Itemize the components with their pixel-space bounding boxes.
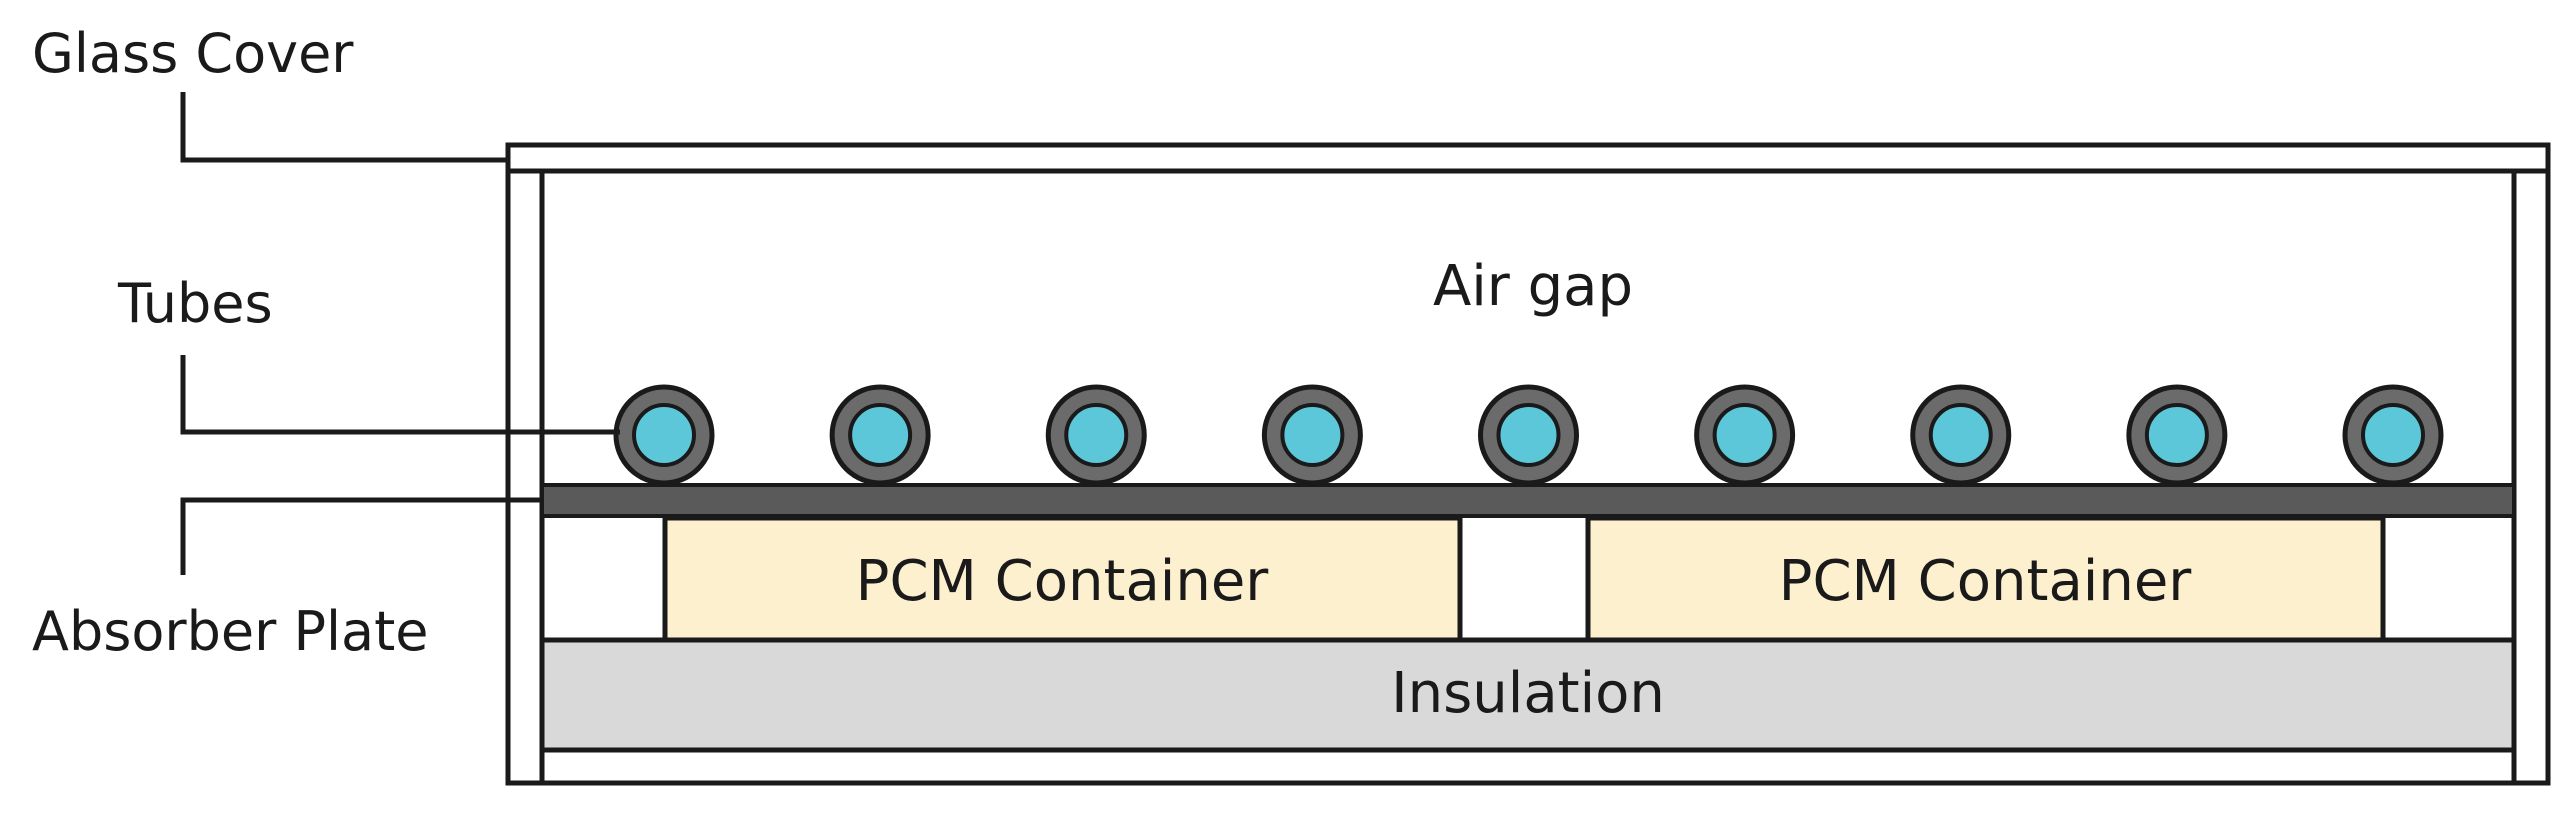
tube-fluid [1496, 403, 1561, 467]
insulation [539, 637, 2517, 753]
glass-cover-leader-line [180, 92, 508, 163]
absorber-plate-leader-line [180, 497, 542, 575]
tube [613, 384, 715, 486]
insulation-label: Insulation [1391, 661, 1665, 726]
pcm-container-right [1585, 515, 2386, 643]
tubes-label: Tubes [117, 272, 273, 335]
pcm-container-left-label: PCM Container [856, 549, 1270, 614]
casing-left-wall [505, 168, 545, 786]
tube [1045, 384, 1147, 486]
tubes-group [613, 384, 2444, 486]
tube [1261, 384, 1363, 486]
tube [2126, 384, 2228, 486]
tube-fluid [2144, 403, 2209, 467]
tube [1694, 384, 1796, 486]
absorber-plate [540, 483, 2516, 518]
absorber-plate-label: Absorber Plate [32, 600, 429, 663]
tube-fluid [2361, 403, 2425, 467]
tube-fluid [1928, 403, 1993, 467]
tube [2342, 384, 2444, 486]
tubes-leader-line [180, 355, 620, 435]
tube [1478, 384, 1579, 486]
casing-bottom-strip [539, 747, 2517, 786]
tube [1910, 384, 2012, 486]
tube-fluid [1064, 403, 1129, 467]
glass-cover [505, 142, 2551, 174]
casing-right-wall [2511, 168, 2551, 786]
tube-fluid [1712, 403, 1777, 467]
air-gap-label: Air gap [1433, 254, 1633, 319]
tube [829, 384, 931, 486]
tube-fluid [632, 403, 696, 467]
glass-cover-label: Glass Cover [32, 22, 354, 85]
tube-fluid [848, 403, 913, 467]
pcm-container-right-label: PCM Container [1779, 549, 2193, 614]
tube-fluid [1280, 403, 1345, 467]
